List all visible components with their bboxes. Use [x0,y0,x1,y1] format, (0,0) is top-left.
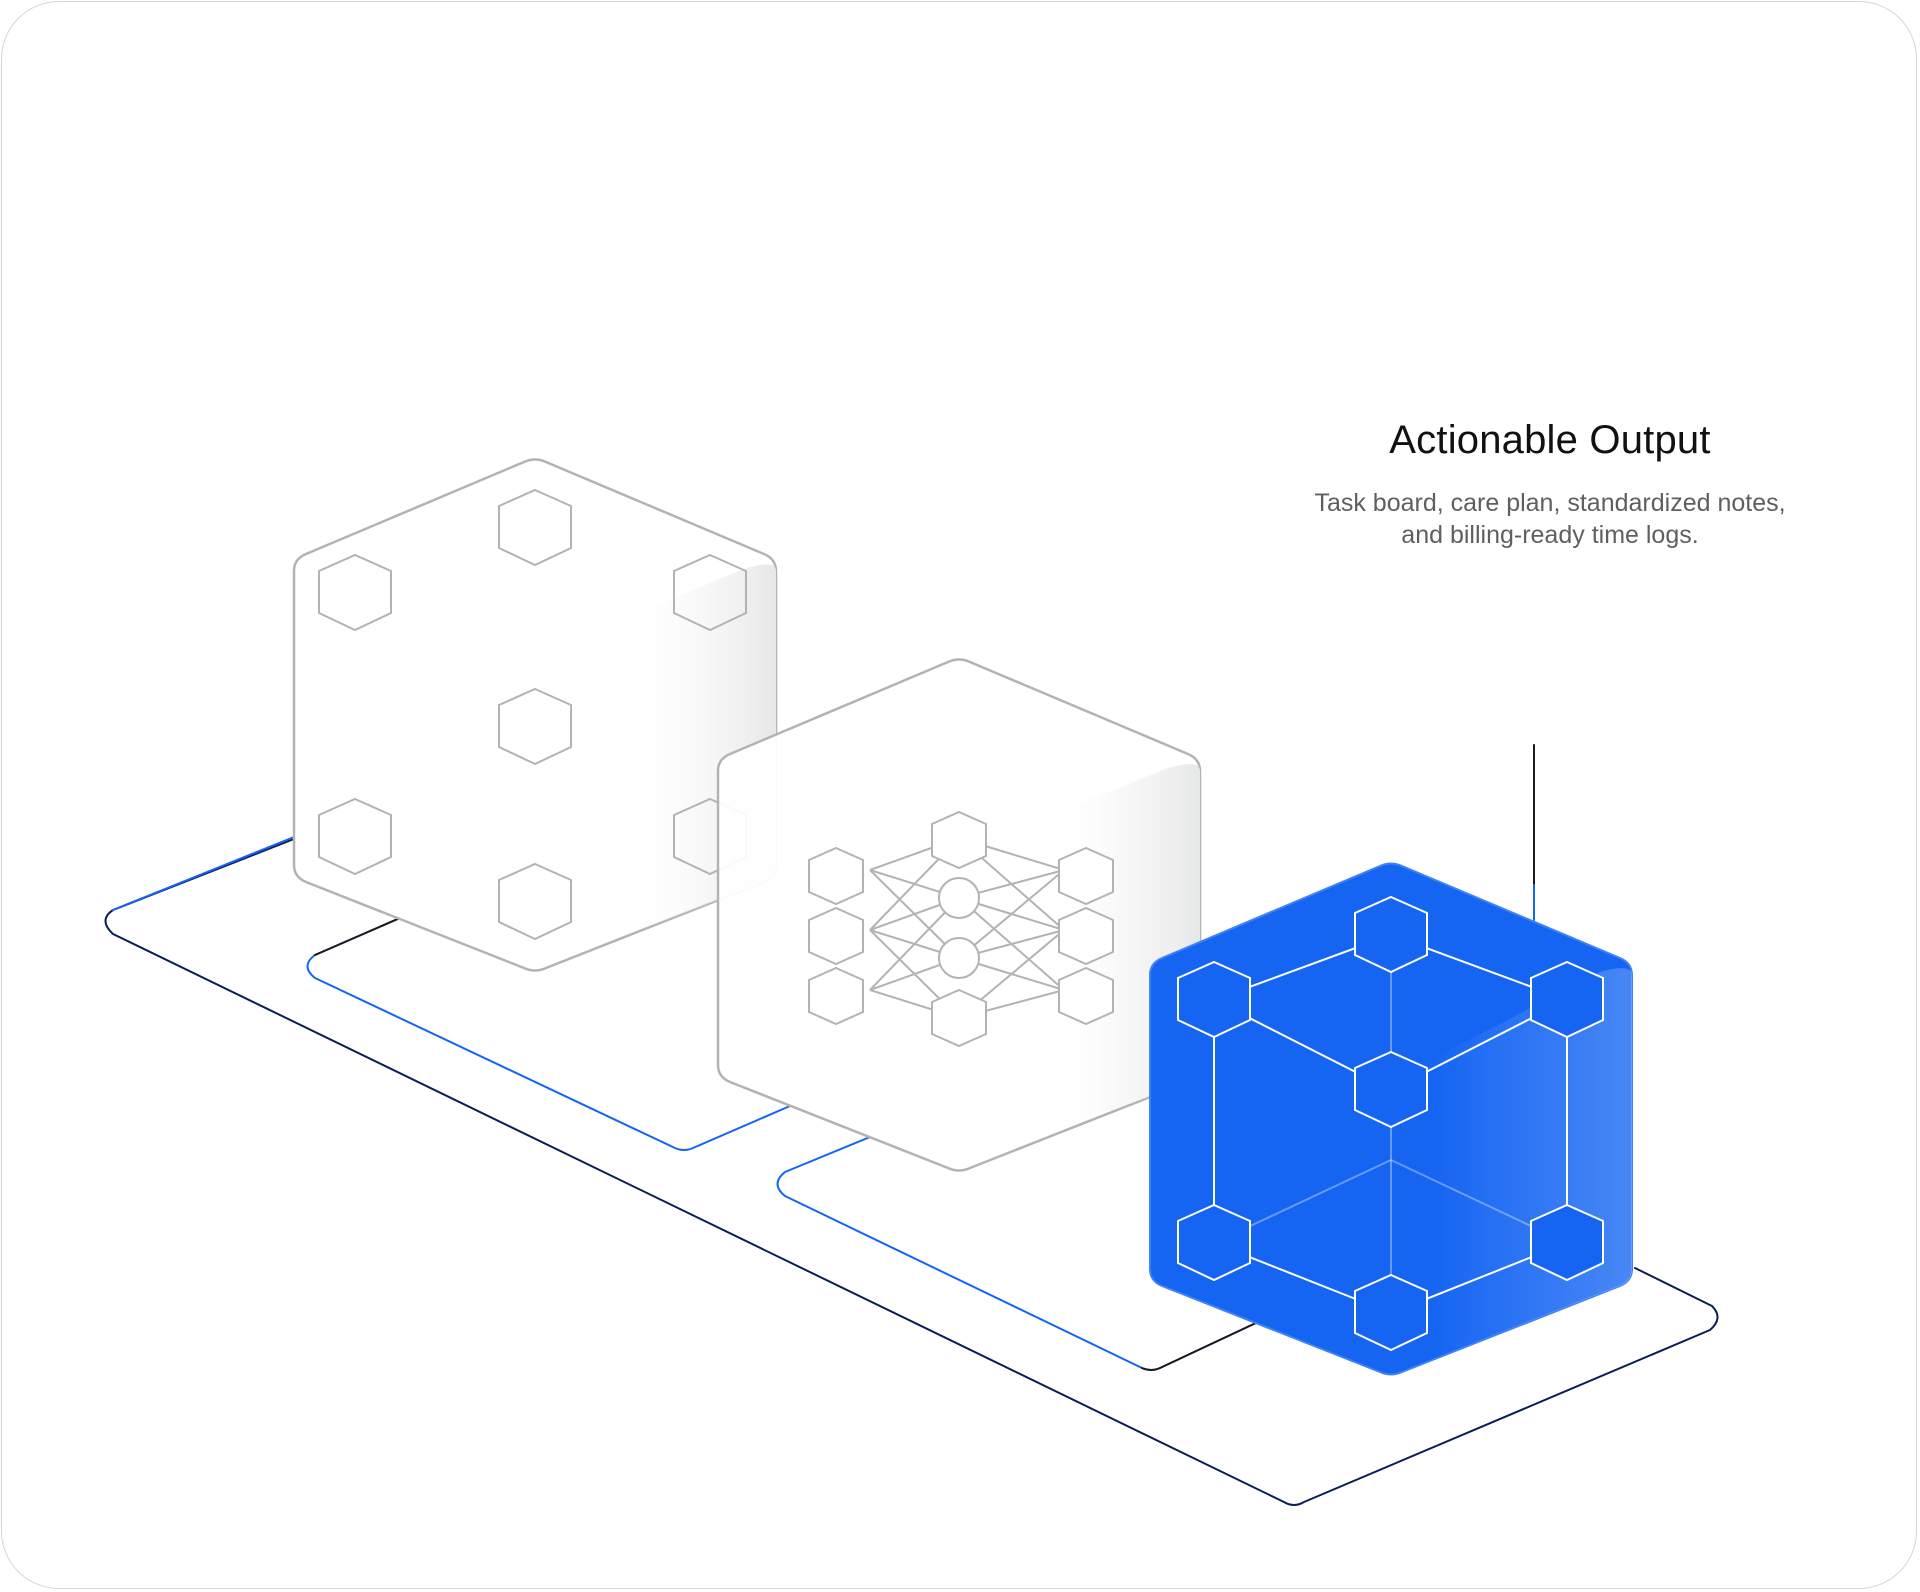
network-node-hidden-2 [938,937,980,979]
input-cube [292,458,778,972]
inner-loop-dark [1141,1321,1259,1371]
network-node-input-2 [808,906,864,966]
network-node-input-1 [808,846,864,906]
output-hex-bottom [1354,1273,1428,1352]
network-node-output-3 [1058,966,1114,1026]
output-hex-left-top [1177,960,1251,1039]
base-connectors [104,744,1719,1506]
output-hex-left-bottom [1177,1203,1251,1282]
network-node-bottom [931,988,987,1048]
network-node-input-3 [808,966,864,1026]
output-cube [1149,862,1633,1376]
output-hex-top [1354,895,1428,974]
output-hex-center [1354,1050,1428,1129]
output-hex-right-bottom [1530,1203,1604,1282]
middle-loop-dark [314,917,401,956]
network-node-hidden-1 [938,877,980,919]
input-hex-4 [498,687,572,766]
outer-platform-line [104,838,1719,1506]
middle-loop-line [306,917,791,1151]
input-hex-1 [498,488,572,567]
input-hex-2 [318,553,392,632]
outer-platform-accent [112,836,295,911]
network-node-output-1 [1058,846,1114,906]
input-hex-5 [318,797,392,876]
network-node-output-2 [1058,906,1114,966]
processing-cube [716,658,1202,1172]
output-hex-right-top [1530,960,1604,1039]
caption-description: Task board, care plan, standardized note… [1314,489,1786,549]
network-node-top [931,810,987,870]
input-hex-7 [498,862,572,941]
input-hex-3 [673,553,747,632]
caption-title: Actionable Output [1389,418,1711,462]
